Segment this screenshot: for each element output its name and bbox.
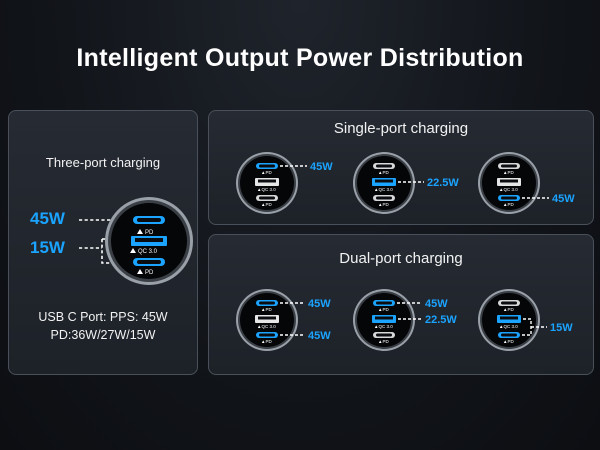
output-label: 45W: [308, 330, 331, 342]
qc-tag: ▲QC 3.0: [257, 324, 276, 329]
qc-tag: ▲QC 3.0: [499, 187, 518, 192]
qc-tag: ▲QC 3.0: [374, 187, 393, 192]
single-charger-3: ▲PD ▲QC 3.0 ▲PD 45W: [478, 152, 575, 214]
dual-port-diagrams: ▲PD ▲QC 3.0 ▲PD 45W 45W ▲PD ▲QC 3.0 ▲PD 45W 22.5W…: [236, 289, 573, 351]
three-port-charger-diagram: PD QC 3.0 PD: [79, 197, 193, 285]
spec-line-1: USB C Port: PPS: 45W: [38, 310, 168, 324]
pd-tag-top: ▲PD: [503, 170, 514, 175]
spec-line-2: PD:36W/27W/15W: [50, 328, 156, 342]
pd-tag-top: ▲PD: [503, 307, 514, 312]
output-label: 15W: [550, 322, 573, 334]
three-port-label-45w: 45W: [30, 209, 65, 228]
pd-tag-top: ▲PD: [378, 307, 389, 312]
pd-tag-bottom: ▲PD: [503, 339, 514, 344]
charger-face: PD QC 3.0 PD: [105, 197, 193, 285]
pd-tag-bottom: ▲PD: [503, 202, 514, 207]
output-label: 45W: [425, 298, 448, 310]
single-port-diagrams: ▲PD ▲QC 3.0 ▲PD 45W ▲PD ▲QC 3.0 ▲PD 22.5W ▲PD ▲QC…: [236, 152, 575, 214]
pd-tag-top: ▲PD: [261, 307, 272, 312]
output-label: 22.5W: [425, 314, 457, 326]
three-port-panel: Three-port charging PD QC 3.0 PD 45W 15W: [8, 110, 198, 375]
qc-tag: QC 3.0: [138, 249, 158, 255]
dual-port-title: Dual-port charging: [339, 250, 463, 267]
single-charger-2: ▲PD ▲QC 3.0 ▲PD 22.5W: [353, 152, 459, 214]
output-label: 45W: [310, 161, 333, 173]
pd-tag-top: ▲PD: [378, 170, 389, 175]
pd-tag-bottom: ▲PD: [378, 339, 389, 344]
pd-tag-bottom: ▲PD: [261, 339, 272, 344]
page-title: Intelligent Output Power Distribution: [76, 44, 524, 72]
dual-charger-3: ▲PD ▲QC 3.0 ▲PD 15W: [478, 289, 573, 351]
output-label: 45W: [552, 193, 575, 205]
output-label: 45W: [308, 298, 331, 310]
qc-tag: ▲QC 3.0: [257, 187, 276, 192]
three-port-label-15w: 15W: [30, 238, 65, 257]
pd-tag-top: ▲PD: [261, 170, 272, 175]
single-charger-1: ▲PD ▲QC 3.0 ▲PD 45W: [236, 152, 333, 214]
pd-tag-bottom: ▲PD: [261, 202, 272, 207]
three-port-title: Three-port charging: [45, 155, 161, 170]
pd-tag-bottom: PD: [145, 270, 154, 276]
qc-tag: ▲QC 3.0: [374, 324, 393, 329]
output-label: 22.5W: [427, 177, 459, 189]
qc-tag: ▲QC 3.0: [499, 324, 518, 329]
dual-charger-2: ▲PD ▲QC 3.0 ▲PD 45W 22.5W: [353, 289, 457, 351]
single-port-title: Single-port charging: [333, 120, 469, 137]
pd-tag-top: PD: [145, 230, 154, 236]
pd-tag-bottom: ▲PD: [378, 202, 389, 207]
dual-charger-1: ▲PD ▲QC 3.0 ▲PD 45W 45W: [236, 289, 331, 351]
